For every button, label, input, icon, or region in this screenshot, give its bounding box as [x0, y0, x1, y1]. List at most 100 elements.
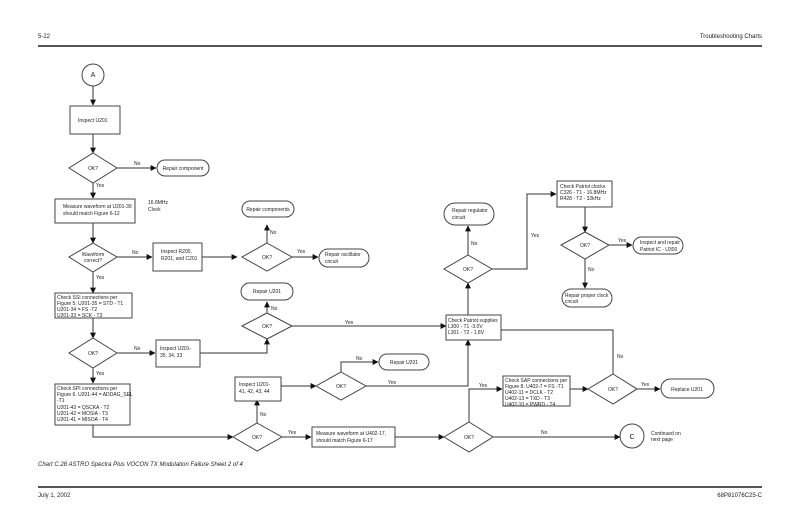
- connector-c-label: C: [629, 434, 634, 441]
- header-rule: [38, 45, 762, 47]
- inspect-u201-35-box: [155, 339, 201, 368]
- ok3-label: OK?: [88, 351, 98, 357]
- edge-label-no: No: [271, 306, 278, 312]
- check-sap-box: [502, 375, 571, 407]
- decision-ok9: [559, 231, 611, 260]
- edge-label-yes: Yes: [479, 383, 488, 389]
- inspect-u201-box: [69, 105, 121, 135]
- repair-u201-b-label: Repair U201: [390, 360, 418, 366]
- decision-ok6: [314, 371, 368, 401]
- ok4-label: OK?: [262, 324, 272, 330]
- edge-label-yes: Yes: [388, 380, 397, 386]
- decision-ok10: [587, 373, 638, 405]
- check-sap-line4: U402-13 = TXD - T3: [505, 396, 550, 402]
- inspect-u201-label: Inspect U201: [78, 118, 108, 124]
- edge-label-no: No: [134, 161, 141, 167]
- edge-label-yes: Yes: [618, 238, 627, 244]
- edge-label-no: No: [134, 346, 141, 352]
- edge-label-no: No: [270, 230, 277, 236]
- check-ssi-box: [54, 292, 133, 319]
- patriot-supplies-line1: Check Patriot supplies: [448, 318, 498, 324]
- edge-label-no: No: [541, 430, 548, 436]
- edge-label-yes: Yes: [297, 249, 306, 255]
- repair-clock-line1: Repair proper clock: [565, 293, 609, 299]
- decision-ok5: [232, 422, 284, 452]
- ok9-label: OK?: [580, 243, 590, 249]
- repair-components-label: Repair components: [246, 207, 290, 213]
- measure-u402-line1: Measure waveform at U402-17,: [316, 431, 386, 437]
- patriot-supplies-line3: L301 - T2 - 1.8V: [448, 330, 485, 336]
- check-ssi-line1: Check SSI connections per: [57, 295, 118, 301]
- check-spi-line1: Check SPI connections per: [57, 386, 118, 392]
- repair-u201-terminal-b: [378, 353, 430, 371]
- check-sap-line5: U402-10 = PWRD - T4: [505, 402, 556, 408]
- patriot-clocks-line2: C326 - T1 - 16.8MHz: [560, 190, 607, 196]
- inspect-patriot-line1: Inspect and repair: [640, 240, 680, 246]
- check-spi-line5: U201-42 = MOSIA - T3: [57, 411, 108, 417]
- edge-label-yes: Yes: [641, 382, 650, 388]
- repair-component-label: Repair component: [163, 166, 204, 172]
- connectors: [90, 86, 661, 440]
- check-patriot-supplies-box: [445, 314, 502, 341]
- connector-c: [619, 423, 645, 449]
- measure-waveform-box: [54, 198, 136, 224]
- footer-doc-number: 68P81076C25-C: [717, 493, 762, 499]
- inspect-patriot-line2: Patriot IC - U300: [640, 247, 677, 253]
- decision-waveform-correct: [68, 242, 118, 273]
- check-sap-line3: U402-11 = DCLK - T2: [505, 390, 553, 396]
- measure-u402-line2: should match Figure 6-17: [316, 438, 373, 444]
- edge-label-yes: Yes: [96, 275, 105, 281]
- edge-label-no: No: [588, 267, 595, 273]
- repair-u201-terminal-a: [240, 282, 294, 301]
- edge-label-yes: Yes: [96, 183, 105, 189]
- check-spi-box: [54, 383, 131, 426]
- check-ssi-line4: U201-33 = SCK - T3: [57, 313, 103, 319]
- repair-component-terminal: [156, 159, 210, 177]
- continued-line2: next page: [651, 437, 673, 443]
- check-spi-line2: Figure 6. U201-44 = ADDAG_SEL: [57, 392, 133, 398]
- check-spi-line3: -T1: [57, 398, 65, 404]
- repair-clock-line2: circuit: [565, 299, 579, 305]
- waveform-correct-line2: correct?: [84, 258, 102, 264]
- decision-ok4: [240, 312, 294, 340]
- repair-oscillator-terminal: [318, 248, 370, 268]
- decision-ok8: [443, 254, 493, 284]
- inspect-r200-line2: R201, and C201: [161, 256, 198, 262]
- repair-clock-terminal: [561, 288, 613, 308]
- connector-a-label: A: [91, 72, 96, 79]
- footer-date: July 1, 2002: [38, 493, 71, 499]
- check-spi-line6: U201-41 = MISOA - T4: [57, 417, 108, 423]
- continued-line1: Continued on: [651, 431, 681, 437]
- ok10-label: OK?: [608, 387, 618, 393]
- patriot-clocks-line3: R428 - T2 - 32kHz: [560, 196, 601, 202]
- inspect-u201-35-line1: Inspect U201-: [160, 346, 191, 352]
- ok6-label: OK?: [336, 384, 346, 390]
- decision-ok2: [240, 242, 294, 272]
- inspect-u201-41-line1: Inspect U201-: [239, 382, 270, 388]
- connector-a: [81, 63, 105, 87]
- section-title: Troubleshooting Charts: [699, 34, 762, 40]
- inspect-r200-line1: Inspect R200,: [161, 249, 192, 255]
- check-ssi-line2: Figure 5. U201-35 = STD - T1: [57, 301, 123, 307]
- repair-oscillator-line2: circuit: [325, 259, 339, 265]
- replace-u201-terminal: [660, 378, 715, 399]
- inspect-u201-35-line2: 35, 34, 33: [160, 353, 182, 359]
- measure-waveform-line2: should match Figure 6-12: [63, 211, 120, 217]
- footer-rule: [38, 486, 762, 488]
- decision-ok1: [68, 152, 118, 184]
- edge-label-no: No: [356, 356, 363, 362]
- ok5-label: OK?: [252, 435, 262, 441]
- chart-caption: Chart C.28 ASTRO Spectra Plus VOCON TX M…: [38, 462, 243, 468]
- repair-u201-a-label: Repair U201: [253, 289, 281, 295]
- edge-label-no: No: [260, 412, 267, 418]
- edge-label-yes: Yes: [96, 371, 105, 377]
- decision-ok3: [68, 337, 118, 369]
- clock-note-line2: Clock: [148, 207, 161, 213]
- repair-components-terminal: [241, 200, 295, 218]
- replace-u201-label: Replace U201: [671, 387, 703, 393]
- edge-label-yes: Yes: [531, 233, 540, 239]
- ok8-label: OK?: [463, 267, 473, 273]
- inspect-u201-41-box: [234, 376, 282, 402]
- check-ssi-line3: U201-34 = FS -T2: [57, 307, 97, 313]
